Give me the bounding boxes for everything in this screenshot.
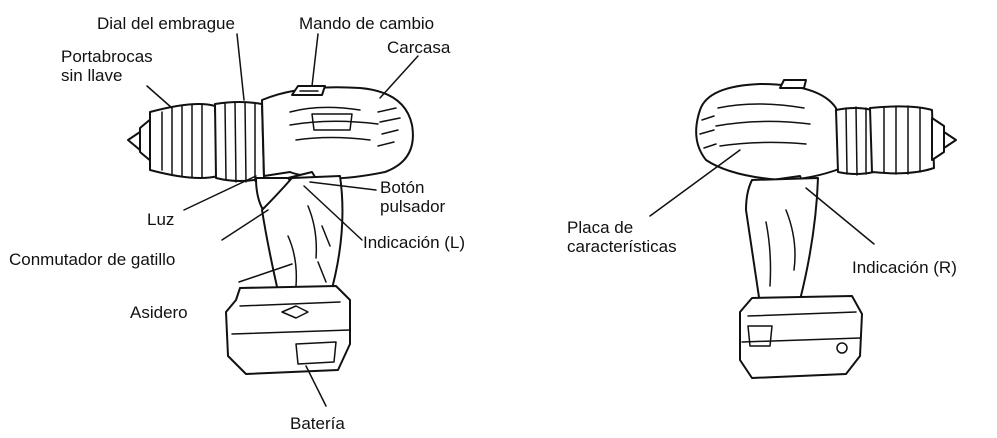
right-drill	[695, 79, 957, 379]
left-drill	[127, 85, 414, 375]
handle-right	[745, 177, 819, 310]
leader-lines-left	[146, 33, 419, 407]
label-indicacion-l: Indicación (L)	[363, 233, 466, 252]
label-luz: Luz	[147, 210, 175, 229]
clutch-dial	[214, 101, 265, 182]
battery	[225, 285, 351, 375]
label-dial-del-embrague: Dial del embrague	[97, 14, 235, 33]
label-boton-pulsador: Botón pulsador	[380, 178, 446, 216]
label-placa-de-caracteristicas: Placa de características	[567, 218, 677, 256]
label-indicacion-r: Indicación (R)	[852, 258, 957, 277]
label-portabrocas-sin-llave: Portabrocas sin llave	[61, 47, 153, 85]
leader-lines-right	[649, 149, 875, 245]
battery-right	[739, 295, 863, 379]
housing	[261, 86, 414, 180]
label-bateria: Batería	[290, 414, 345, 433]
keyless-chuck	[149, 103, 219, 179]
label-carcasa: Carcasa	[387, 38, 451, 57]
label-conmutador-de-gatillo: Conmutador de gatillo	[9, 250, 176, 269]
label-asidero: Asidero	[130, 303, 188, 322]
label-mando-de-cambio: Mando de cambio	[299, 14, 435, 33]
